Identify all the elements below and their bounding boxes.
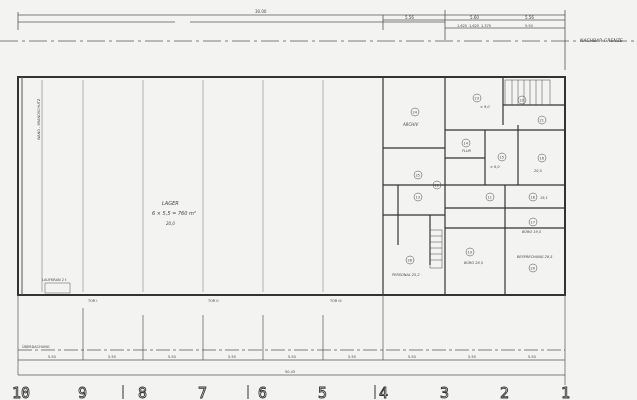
dim-sub-b: 1.625 (469, 24, 479, 28)
inner-staircase (429, 229, 443, 269)
room-13: 13 (413, 192, 423, 202)
svg-text:15: 15 (500, 156, 504, 160)
gate-3: TOR III (329, 299, 342, 303)
warehouse-name: LAGER (162, 201, 179, 207)
svg-text:12: 12 (435, 184, 439, 188)
axis-10: 10 (12, 384, 30, 400)
room-23: 23× 9,0 (472, 93, 490, 109)
svg-text:11: 11 (488, 196, 492, 200)
room-18: 18 19,1 (528, 192, 548, 202)
svg-text:21: 21 (540, 119, 544, 123)
bottom-dimension-values: 5.50 5.50 5.50 5.50 5.50 5.50 5.50 5.50 … (48, 355, 536, 374)
axis-5: 5 (318, 384, 327, 400)
dim-sub-a: 1.625 (457, 24, 467, 28)
svg-text:× 6,0: × 6,0 (490, 165, 500, 169)
svg-text:14: 14 (464, 142, 469, 146)
room-22: 22 (517, 95, 527, 105)
gate-1: TOR I (87, 299, 97, 303)
dim-bay-9: 5.50 (528, 355, 536, 359)
room-11: 11 (485, 192, 495, 202)
dim-segment-b: 5.60 (470, 15, 479, 20)
svg-text:24: 24 (413, 111, 418, 115)
svg-text:25: 25 (416, 174, 420, 178)
room-15: 15 × 6,0 (490, 152, 507, 169)
dim-sub-d: 5.50 (525, 24, 533, 28)
staircase (504, 79, 551, 106)
dim-segment-a: 5.56 (405, 15, 414, 20)
dim-overall: 30.00 (255, 9, 267, 14)
top-dimension-lines (0, 10, 637, 70)
dim-total: 50.43 (285, 370, 295, 374)
svg-text:BÜRO 28,5: BÜRO 28,5 (464, 260, 484, 265)
room-20: 20 BESPRECHUNG 28,5 (517, 255, 553, 273)
svg-text:19: 19 (468, 251, 472, 255)
svg-text:× 9,0: × 9,0 (480, 105, 490, 109)
svg-text:20,5: 20,5 (534, 169, 543, 173)
svg-text:13: 13 (416, 196, 420, 200)
axis-1: 1 (561, 384, 570, 400)
dim-segment-c: 5.56 (525, 15, 534, 20)
room-21: 21 (537, 115, 547, 125)
left-wall-note: WAND - BRANDSCHUTZ (37, 98, 41, 140)
room-16: 16 20,5 (534, 153, 547, 173)
dim-bay-4: 5.50 (228, 355, 236, 359)
dim-bay-7: 5.50 (408, 355, 416, 359)
dim-sub-c: 1.375 (481, 24, 491, 28)
gate-2: TOR II (207, 299, 219, 303)
dim-bay-1: 5.50 (48, 355, 56, 359)
svg-text:20: 20 (531, 267, 535, 271)
office-walls (382, 77, 565, 295)
dim-bay-2: 5.50 (108, 355, 116, 359)
svg-text:16: 16 (540, 157, 544, 161)
bottom-dimension-lines (17, 295, 566, 385)
warehouse-area: 6 × 5,5 = 760 m² (152, 211, 196, 217)
axis-9: 9 (78, 384, 87, 400)
axis-8: 8 (138, 384, 147, 400)
axis-2: 2 (500, 384, 509, 400)
svg-text:FLUR: FLUR (462, 149, 472, 153)
warehouse-column-lines (82, 80, 324, 292)
svg-text:BÜRO 19,5: BÜRO 19,5 (522, 229, 542, 234)
grid-axis-labels: 10 9 8 7 6 5 4 3 2 1 (12, 384, 571, 400)
axis-7: 7 (198, 384, 207, 400)
room-25: 25 (413, 170, 423, 180)
svg-text:ARCHIV: ARCHIV (402, 122, 418, 127)
dim-bay-5: 5.50 (288, 355, 296, 359)
canopy-label: ÜBERDACHUNG (22, 344, 50, 349)
svg-text:18: 18 (531, 196, 535, 200)
svg-text:PERSONAL 25,2: PERSONAL 25,2 (392, 273, 420, 277)
axis-6: 6 (258, 384, 267, 400)
dim-bay-6: 5.50 (348, 355, 356, 359)
loading-stair (44, 282, 71, 294)
dim-bay-8: 5.50 (468, 355, 476, 359)
neighbor-boundary-label: NACHBAR-GRENZE (580, 38, 623, 44)
svg-text:19,1: 19,1 (540, 196, 548, 200)
dim-bay-3: 5.50 (168, 355, 176, 359)
svg-text:22: 22 (520, 99, 524, 103)
svg-text:17: 17 (531, 221, 535, 225)
axis-4: 4 (379, 384, 388, 400)
building-outline (17, 76, 566, 296)
warehouse-height: 20,0 (166, 221, 175, 226)
axis-ticks (122, 385, 376, 399)
room-12: 12 (432, 180, 442, 190)
bottom-left-note: LAUFKRAN 2 t (42, 278, 67, 282)
axis-3: 3 (440, 384, 449, 400)
svg-text:23: 23 (475, 97, 479, 101)
svg-text:BESPRECHUNG 28,5: BESPRECHUNG 28,5 (517, 255, 553, 259)
svg-text:28: 28 (408, 259, 412, 263)
